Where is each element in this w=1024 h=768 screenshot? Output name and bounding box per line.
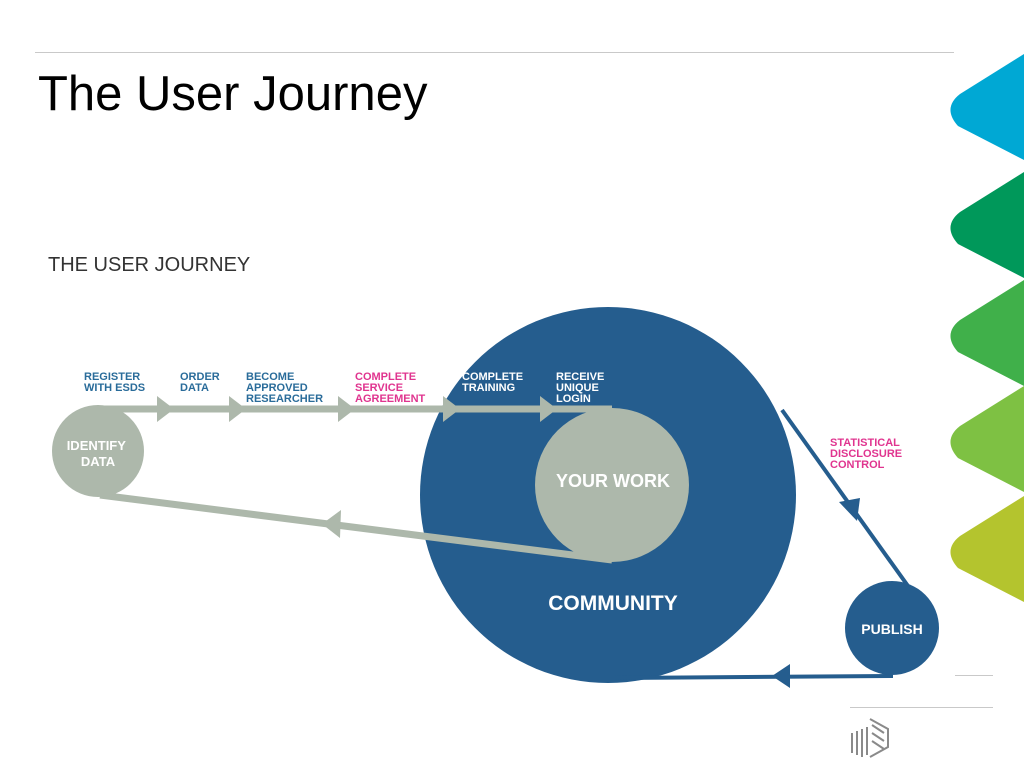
- step-arrow-5-icon: [540, 396, 557, 422]
- decorative-pill-5: [950, 496, 1024, 602]
- community-label: COMMUNITY: [548, 592, 678, 615]
- your-work-label: YOUR WORK: [556, 471, 670, 491]
- identify-data-label: IDENTIFY DATA: [67, 438, 130, 469]
- return-arrow-icon: [322, 510, 341, 538]
- diagram-heading: THE USER JOURNEY: [48, 254, 250, 276]
- publish-label: PUBLISH: [861, 621, 922, 637]
- return-path: [99, 491, 613, 564]
- decorative-pill-4: [950, 386, 1024, 492]
- slide-title: The User Journey: [38, 67, 428, 121]
- top-divider: [35, 52, 954, 53]
- publish-node: [845, 581, 939, 675]
- identify-data-node: [52, 405, 144, 497]
- disclosure-arrow-icon: [839, 498, 860, 521]
- decorative-pills: [950, 54, 1024, 602]
- step-arrow-1-icon: [157, 396, 174, 422]
- decorative-pill-2: [950, 172, 1024, 278]
- step-arrow-2-icon: [229, 396, 246, 422]
- decorative-pill-3: [950, 280, 1024, 386]
- step-arrow-4-icon: [443, 396, 460, 422]
- logo-icon: [851, 718, 889, 758]
- decorative-pill-1: [950, 54, 1024, 160]
- footer-divider: [850, 707, 993, 708]
- step-arrow-3-icon: [338, 396, 355, 422]
- publish-return-arrow-icon: [772, 664, 790, 688]
- your-work-node: [535, 408, 689, 562]
- publish-return-path: [611, 674, 894, 680]
- footer-divider-short: [955, 675, 993, 676]
- disclosure-label: STATISTICAL DISCLOSURE CONTROL: [830, 437, 905, 471]
